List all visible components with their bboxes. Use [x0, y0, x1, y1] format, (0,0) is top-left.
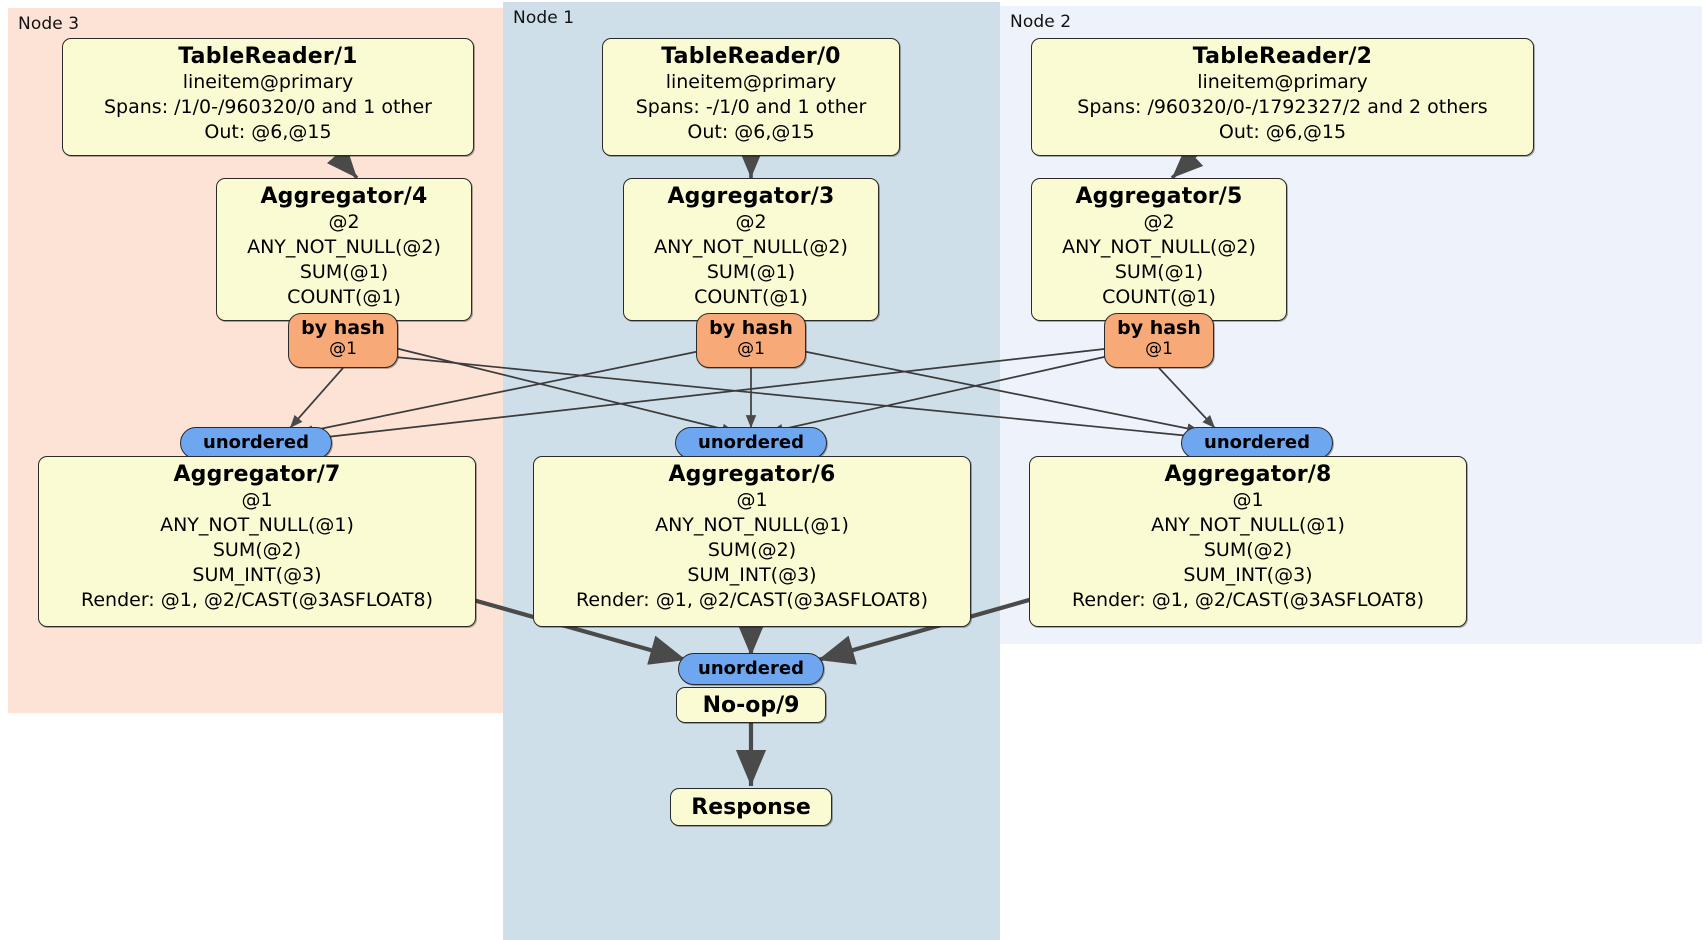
- processor-title: Aggregator/4: [260, 184, 428, 209]
- processor-detail: ANY_NOT_NULL(@2): [247, 236, 441, 258]
- synchronizer-unordered-right[interactable]: unordered: [1181, 427, 1333, 459]
- processor-response[interactable]: Response: [670, 788, 832, 826]
- processor-detail: lineitem@primary: [665, 71, 837, 93]
- processor-detail: SUM(@1): [1114, 261, 1204, 283]
- processor-title: Aggregator/6: [668, 462, 836, 487]
- processor-title: TableReader/2: [1192, 44, 1373, 69]
- processor-detail: @2: [735, 211, 767, 233]
- synchronizer-label: unordered: [698, 658, 804, 679]
- synchronizer-unordered-final[interactable]: unordered: [678, 653, 824, 685]
- synchronizer-label: unordered: [698, 432, 804, 453]
- processor-detail: @2: [328, 211, 360, 233]
- synchronizer-unordered-left[interactable]: unordered: [180, 427, 332, 459]
- processor-title: Aggregator/3: [667, 184, 835, 209]
- processor-render: Render: @1, @2/CAST(@3ASFLOAT8): [1072, 589, 1424, 611]
- processor-aggregator-4[interactable]: Aggregator/4 @2 ANY_NOT_NULL(@2) SUM(@1)…: [216, 178, 472, 321]
- processor-noop-9[interactable]: No-op/9: [676, 687, 826, 723]
- router-label: by hash: [709, 317, 793, 339]
- router-column: @1: [737, 339, 765, 359]
- processor-detail: @1: [1232, 489, 1264, 511]
- processor-detail: Out: @6,@15: [1218, 121, 1347, 143]
- router-column: @1: [1145, 339, 1173, 359]
- processor-detail: @2: [1143, 211, 1175, 233]
- processor-detail: SUM(@1): [299, 261, 389, 283]
- router-label: by hash: [1117, 317, 1201, 339]
- processor-detail: COUNT(@1): [287, 286, 401, 308]
- hash-router-center[interactable]: by hash @1: [696, 313, 806, 368]
- processor-title: TableReader/1: [178, 44, 358, 69]
- processor-detail: Spans: -/1/0 and 1 other: [635, 96, 867, 118]
- processor-detail: Spans: /1/0-/960320/0 and 1 other: [104, 96, 432, 118]
- processor-detail: Spans: /960320/0-/1792327/2 and 2 others: [1077, 96, 1488, 118]
- processor-detail: SUM(@2): [707, 539, 797, 561]
- processor-table-reader-2[interactable]: TableReader/2 lineitem@primary Spans: /9…: [1031, 38, 1534, 156]
- processor-detail: ANY_NOT_NULL(@2): [1062, 236, 1256, 258]
- processor-render: Render: @1, @2/CAST(@3ASFLOAT8): [576, 589, 928, 611]
- processor-detail: Out: @6,@15: [687, 121, 815, 143]
- hash-router-right[interactable]: by hash @1: [1104, 313, 1214, 368]
- synchronizer-label: unordered: [1204, 432, 1310, 453]
- processor-title: Aggregator/7: [173, 462, 341, 487]
- hash-router-left[interactable]: by hash @1: [288, 313, 398, 368]
- processor-table-reader-0[interactable]: TableReader/0 lineitem@primary Spans: -/…: [602, 38, 900, 156]
- processor-title: Aggregator/8: [1164, 462, 1332, 487]
- processor-title: Aggregator/5: [1075, 184, 1243, 209]
- router-column: @1: [329, 339, 357, 359]
- processor-detail: COUNT(@1): [1102, 286, 1216, 308]
- processor-detail: SUM(@1): [706, 261, 796, 283]
- processor-detail: Out: @6,@15: [204, 121, 332, 143]
- processor-detail: SUM(@2): [1203, 539, 1293, 561]
- router-label: by hash: [301, 317, 385, 339]
- processor-aggregator-5[interactable]: Aggregator/5 @2 ANY_NOT_NULL(@2) SUM(@1)…: [1031, 178, 1287, 321]
- node-region-label-node3: Node 3: [18, 14, 80, 34]
- processor-detail: lineitem@primary: [182, 71, 354, 93]
- processor-detail: SUM_INT(@3): [192, 564, 322, 586]
- synchronizer-label: unordered: [203, 432, 309, 453]
- processor-table-reader-1[interactable]: TableReader/1 lineitem@primary Spans: /1…: [62, 38, 474, 156]
- synchronizer-unordered-center[interactable]: unordered: [675, 427, 827, 459]
- processor-detail: ANY_NOT_NULL(@2): [654, 236, 848, 258]
- processor-aggregator-3[interactable]: Aggregator/3 @2 ANY_NOT_NULL(@2) SUM(@1)…: [623, 178, 879, 321]
- processor-detail: COUNT(@1): [694, 286, 808, 308]
- processor-render: Render: @1, @2/CAST(@3ASFLOAT8): [81, 589, 433, 611]
- node-region-label-node2: Node 2: [1010, 12, 1072, 32]
- processor-detail: ANY_NOT_NULL(@1): [160, 514, 354, 536]
- processor-detail: ANY_NOT_NULL(@1): [1151, 514, 1345, 536]
- processor-detail: @1: [736, 489, 768, 511]
- processor-detail: lineitem@primary: [1197, 71, 1368, 93]
- processor-detail: SUM_INT(@3): [1183, 564, 1313, 586]
- processor-title: TableReader/0: [661, 44, 841, 69]
- processor-aggregator-7[interactable]: Aggregator/7 @1 ANY_NOT_NULL(@1) SUM(@2)…: [38, 456, 476, 627]
- node-region-label-node1: Node 1: [513, 8, 575, 28]
- processor-aggregator-8[interactable]: Aggregator/8 @1 ANY_NOT_NULL(@1) SUM(@2)…: [1029, 456, 1467, 627]
- processor-detail: SUM_INT(@3): [687, 564, 817, 586]
- processor-aggregator-6[interactable]: Aggregator/6 @1 ANY_NOT_NULL(@1) SUM(@2)…: [533, 456, 971, 627]
- processor-detail: ANY_NOT_NULL(@1): [655, 514, 849, 536]
- processor-detail: SUM(@2): [212, 539, 302, 561]
- processor-detail: @1: [241, 489, 273, 511]
